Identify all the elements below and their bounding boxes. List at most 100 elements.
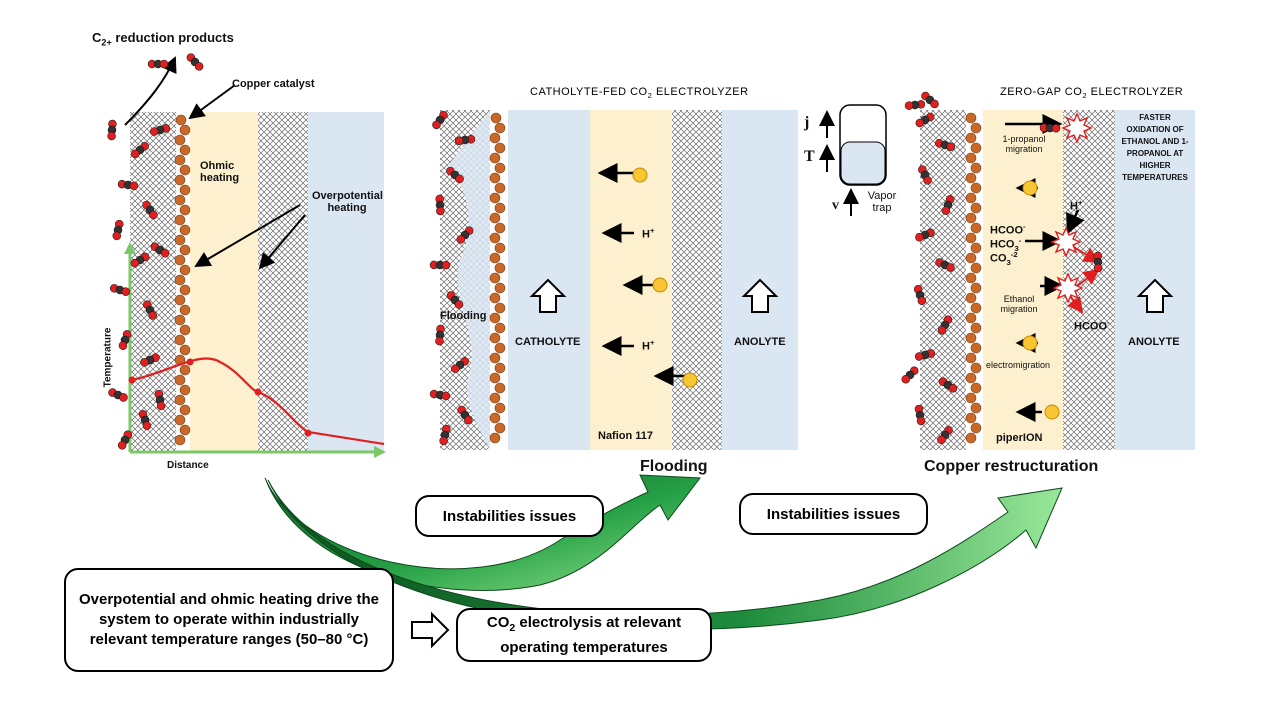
- co2-molecule: [154, 389, 166, 411]
- proton-label-right: H+: [1070, 198, 1083, 213]
- catalyst-layer-right: [965, 112, 982, 444]
- ohmic-region: [190, 112, 258, 452]
- co2-molecule: [439, 424, 451, 446]
- piperion-label: piperION: [996, 432, 1043, 444]
- ionomer-ion: [632, 167, 648, 183]
- co2-molecule: [454, 135, 476, 145]
- copper-catalyst-label: Copper catalyst: [232, 78, 315, 90]
- ethanol-migration-label: Ethanol migration: [1000, 294, 1038, 314]
- co2-molecule: [429, 260, 451, 270]
- co2-molecule: [118, 330, 132, 350]
- vapor-trap-label: Vapor trap: [867, 190, 897, 214]
- instabilities-box-1: Instabilities issues: [415, 495, 604, 537]
- result-box: CO2 electrolysis at relevant operating t…: [456, 608, 712, 662]
- co2-molecule: [457, 405, 473, 425]
- proton-label-2: H+: [642, 338, 655, 353]
- co2-molecule: [150, 242, 170, 258]
- co2-molecule: [915, 228, 935, 242]
- zero-gap-title: ZERO-GAP CO2 ELECTROLYZER: [1000, 86, 1184, 101]
- temperature-up-label: T: [804, 148, 815, 165]
- co2-molecule: [935, 138, 955, 152]
- gdl-region-left: [130, 112, 176, 452]
- distance-axis-label: Distance: [167, 460, 209, 471]
- propanol-migration-label: 1-propanol migration: [1002, 134, 1046, 154]
- co2-molecule: [429, 389, 451, 401]
- co2-molecule: [186, 53, 204, 71]
- co2-molecule: [901, 366, 919, 384]
- co2-molecule: [117, 179, 139, 191]
- products-arrow: [124, 56, 177, 126]
- instabilities-box-2: Instabilities issues: [739, 493, 928, 535]
- c2-products-label: C2+ reduction products: [92, 30, 234, 48]
- co2-molecule: [435, 324, 445, 346]
- catholyte-fed-title: CATHOLYTE-FED CO2 ELECTROLYZER: [530, 86, 749, 101]
- temperature-axis-label: Temperature: [102, 327, 114, 388]
- ionomer-ion: [682, 372, 698, 388]
- formate-label: HCOO-: [990, 222, 1026, 237]
- co2-molecule: [147, 59, 169, 69]
- overpotential-heating-label: Overpotential heating: [312, 190, 383, 214]
- co2-molecule: [108, 388, 128, 402]
- middle-panel: [440, 110, 798, 450]
- catalyst-layer-mid: [489, 112, 506, 444]
- co2-molecule: [131, 141, 149, 159]
- result-arrow: [411, 611, 450, 649]
- catalyst-pointer: [188, 84, 236, 120]
- co2-molecule: [921, 91, 939, 109]
- catalyst-layer-left: [174, 114, 191, 446]
- electromigration-label: electromigration: [986, 360, 1051, 370]
- anolyte-label-right: ANOLYTE: [1128, 336, 1180, 348]
- anolyte-flow-arrow-right: [1136, 278, 1174, 313]
- ionomer-ion: [1044, 404, 1060, 420]
- overpotential-pointer-2: [258, 214, 306, 270]
- faster-oxidation-label: FASTER OXIDATION OF ETHANOL AND 1-PROPAN…: [1121, 113, 1189, 182]
- co2-molecule: [143, 300, 157, 320]
- left-panel: [124, 56, 386, 458]
- co2-molecule: [140, 353, 160, 367]
- oxidation-starburst-2: [1050, 226, 1082, 258]
- co2-molecule: [918, 165, 932, 185]
- catholyte-label: CATHOLYTE: [515, 336, 581, 348]
- co2-molecule: [913, 285, 927, 305]
- vapor-trap: [819, 104, 887, 216]
- co2-molecule: [130, 252, 150, 268]
- anolyte-label-mid: ANOLYTE: [734, 336, 786, 348]
- gdl-region-right: [920, 110, 966, 450]
- co2-molecule: [914, 349, 936, 361]
- co2-molecule: [937, 315, 953, 335]
- voltage-label: v: [832, 198, 839, 213]
- co2-molecule: [937, 425, 953, 445]
- co2-molecule: [138, 410, 152, 430]
- membrane-hatch-mid: [672, 110, 722, 450]
- oxidation-starburst-1: [1061, 112, 1093, 144]
- co2-molecule: [435, 194, 445, 216]
- co2-molecule: [904, 100, 926, 110]
- flooding-caption: Flooding: [640, 458, 708, 475]
- co2-molecule: [446, 291, 464, 309]
- bicarbonate-label: HCO3-: [990, 236, 1022, 253]
- co2-molecule: [1039, 123, 1061, 133]
- flooding-region-label: Flooding: [440, 310, 487, 322]
- anolyte-region-left: [308, 112, 384, 452]
- co2-molecule: [142, 200, 158, 220]
- carbonate-label: CO3-2: [990, 250, 1018, 267]
- co2-molecule: [107, 119, 117, 141]
- nafion-label: Nafion 117: [598, 430, 654, 442]
- proton-label-1: H+: [642, 226, 655, 241]
- co2-molecule: [109, 284, 131, 296]
- co2-molecule: [938, 377, 958, 393]
- co2-molecule: [1093, 251, 1103, 273]
- right-panel: [920, 110, 1195, 450]
- co2-molecule: [451, 357, 469, 373]
- co2-molecule: [112, 219, 124, 241]
- ohmic-heating-label: Ohmic heating: [200, 160, 240, 184]
- oxidation-starburst-3: [1052, 272, 1084, 304]
- overpotential-pointer-1: [194, 204, 301, 268]
- co2-molecule: [446, 166, 464, 184]
- co2-molecule: [914, 404, 926, 426]
- temperature-curve: [131, 357, 385, 446]
- copper-restructuration-caption: Copper restructuration: [924, 458, 1099, 475]
- catholyte-flow-arrow: [529, 278, 567, 313]
